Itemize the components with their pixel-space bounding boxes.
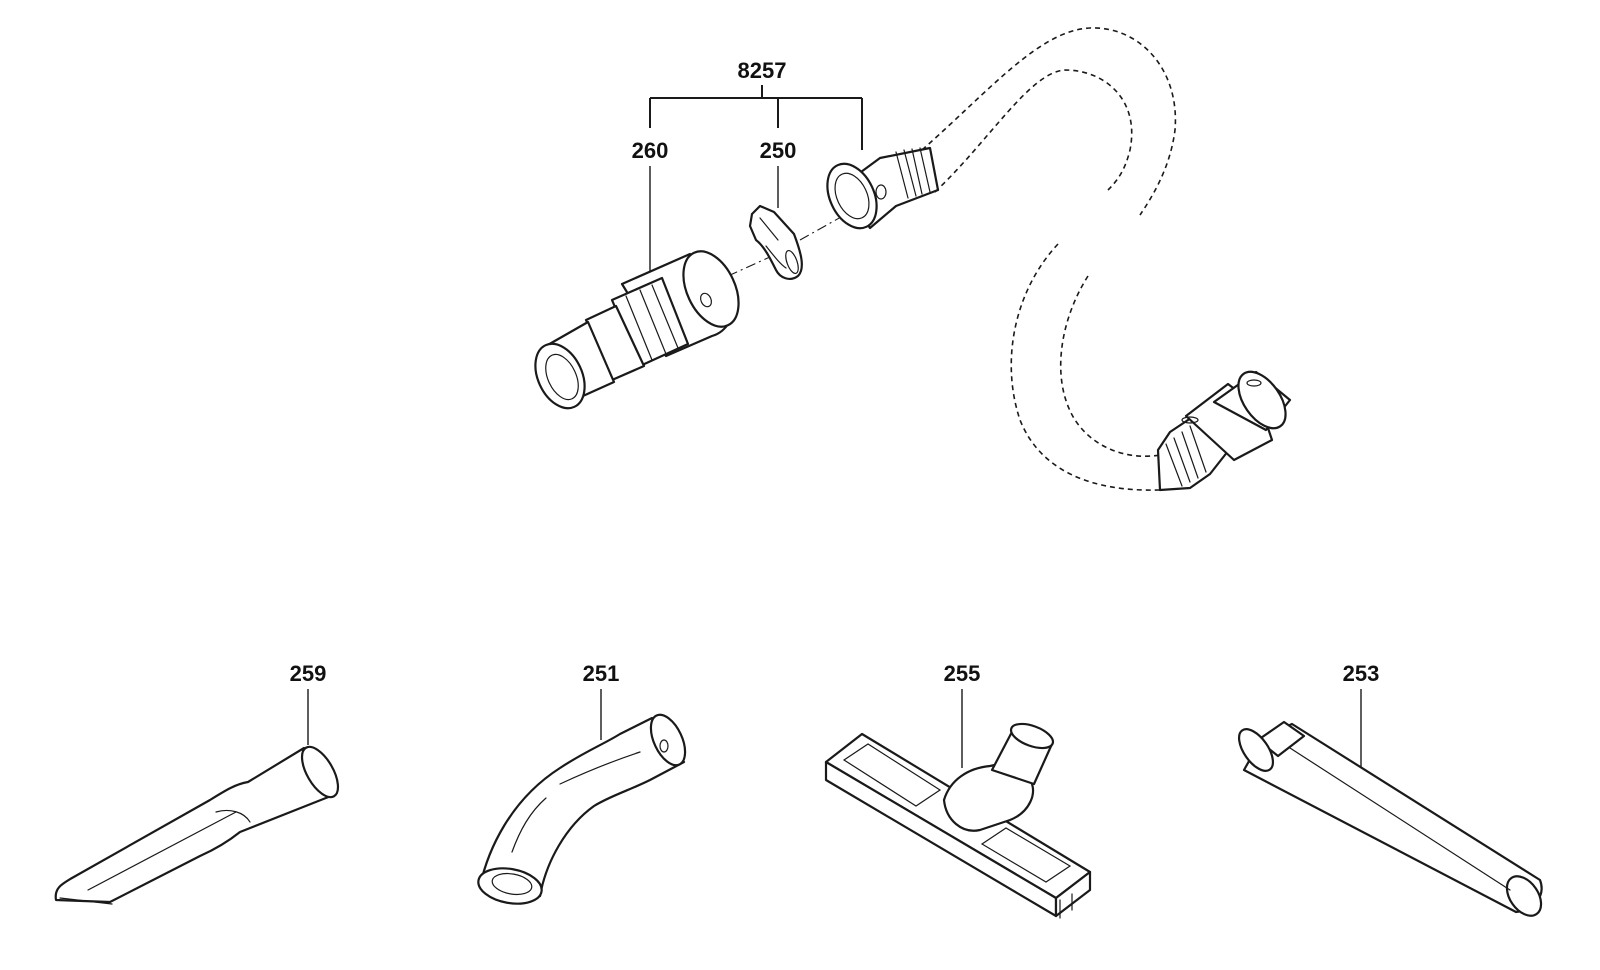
clip-part-250[interactable] <box>748 204 803 280</box>
hose-cuff-top[interactable] <box>818 146 940 236</box>
callout-group-250: 250 <box>760 138 797 208</box>
extension-tube-part-253[interactable] <box>1232 720 1548 922</box>
floor-nozzle-part-255[interactable] <box>824 719 1092 919</box>
callout-group-255: 255 <box>944 661 981 768</box>
callout-259[interactable]: 259 <box>290 661 327 686</box>
elbow-part-251[interactable] <box>476 710 693 909</box>
assembly-bracket-8257: 8257 <box>649 58 863 150</box>
hose-dashed-outline <box>921 27 1177 491</box>
crevice-nozzle-part-259[interactable] <box>54 741 346 905</box>
callout-250[interactable]: 250 <box>760 138 797 163</box>
adapter-part-260[interactable] <box>526 243 750 417</box>
callout-group-251: 251 <box>583 661 620 740</box>
callout-253[interactable]: 253 <box>1343 661 1380 686</box>
callout-group-260: 260 <box>632 138 669 272</box>
callout-8257[interactable]: 8257 <box>738 58 787 83</box>
callout-251[interactable]: 251 <box>583 661 620 686</box>
hose-cuff-bottom[interactable] <box>1156 363 1295 492</box>
callout-260[interactable]: 260 <box>632 138 669 163</box>
callout-group-253: 253 <box>1343 661 1380 770</box>
callout-255[interactable]: 255 <box>944 661 981 686</box>
callout-group-259: 259 <box>290 661 327 745</box>
